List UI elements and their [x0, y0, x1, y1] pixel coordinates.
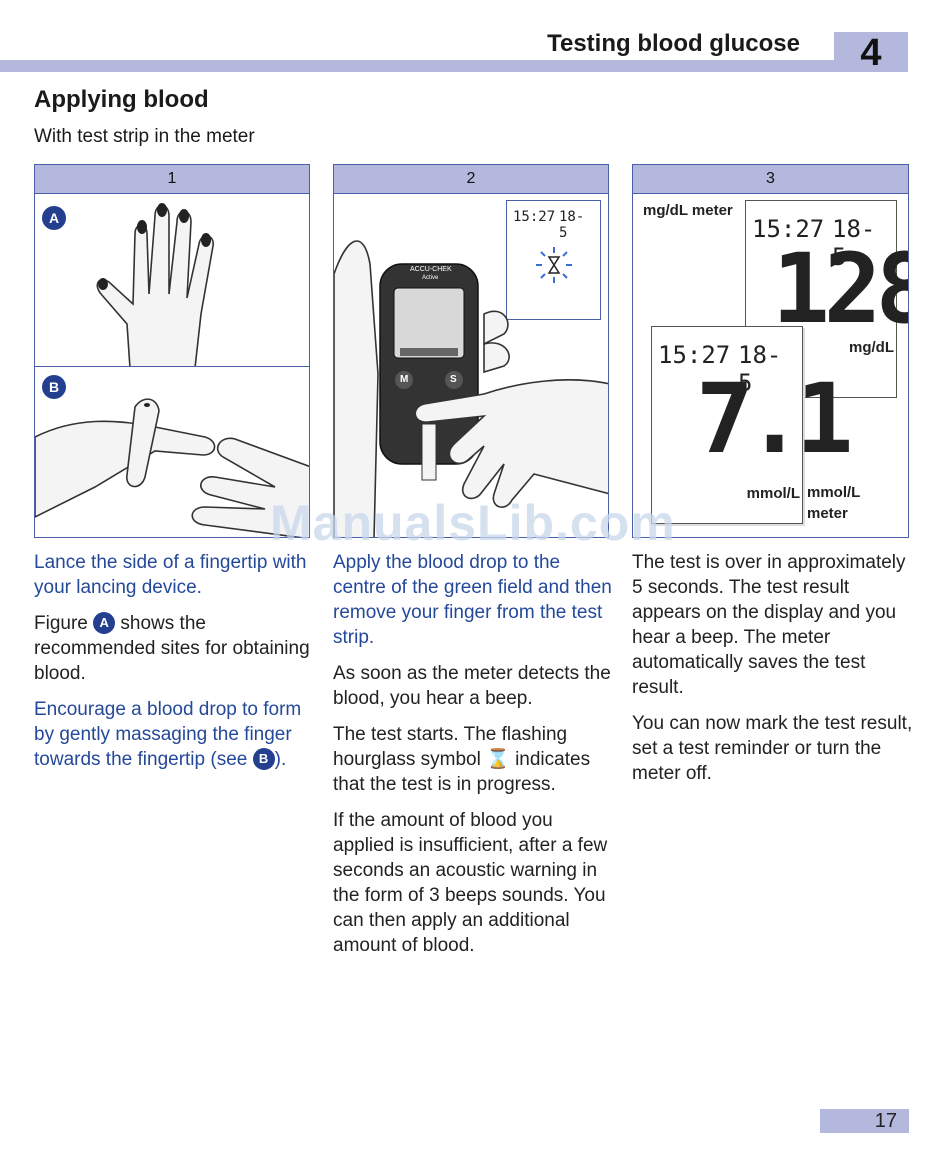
display-time: 15:27 — [513, 209, 556, 225]
flashing-hourglass-icon — [536, 247, 572, 283]
figure-1a-hand: A — [34, 193, 310, 367]
figure-2-meter: 15:27 18- 5 ACCU-CHEK Active M S — [333, 193, 609, 538]
mg-display: 15:27 18- 5 128 mg/dL — [745, 200, 908, 398]
mmol-date: 18- 5 — [738, 341, 782, 397]
figure-1b-massage: B — [34, 366, 310, 538]
col1-paragraph-2: Figure A shows the recommended sites for… — [34, 612, 310, 684]
massage-illustration — [35, 398, 309, 537]
inline-badge-b: B — [252, 748, 275, 770]
meter-display-zoom: 15:27 18- 5 — [506, 200, 601, 320]
column-2-header: 2 — [333, 164, 609, 194]
hand-illustration — [96, 203, 214, 366]
column-3-header: 3 — [632, 164, 909, 194]
mg-unit: mg/dL — [849, 339, 894, 356]
badge-b: B — [42, 375, 66, 399]
badge-a: A — [42, 206, 66, 230]
column-2-text: Apply the blood drop to the centre of th… — [333, 550, 615, 969]
mmol-meter-label-2: meter — [807, 505, 848, 522]
column-1-text: Lance the side of a fingertip with your … — [34, 550, 314, 783]
mg-meter-label: mg/dL meter — [643, 202, 733, 219]
meter-model: Active — [422, 275, 439, 281]
mmol-value: 7.1 — [696, 363, 853, 475]
mg-time: 15:27 — [752, 215, 825, 243]
mmol-display: 15:27 18- 5 7.1 mmol/L — [651, 326, 853, 524]
col2-paragraph-3: The test starts. The flashing hourglass … — [333, 724, 591, 795]
column-3-text: The test is over in approximately 5 seco… — [632, 550, 914, 797]
section-title: Applying blood — [34, 86, 209, 113]
button-s: S — [450, 374, 457, 385]
col1-paragraph-1: Lance the side of a fingertip with your … — [34, 552, 307, 598]
column-1-header: 1 — [34, 164, 310, 194]
figure-3-results: mg/dL meter 15:27 18- 5 128 mg/dL 15:27 … — [632, 193, 909, 538]
section-subtitle: With test strip in the meter — [34, 126, 255, 147]
mmol-time: 15:27 — [658, 341, 731, 369]
col1-paragraph-3: Encourage a blood drop to form by gently… — [34, 699, 302, 770]
page-number: 17 — [820, 1109, 909, 1133]
mmol-meter-label-1: mmol/L — [807, 484, 861, 501]
mmol-unit-display: mmol/L — [746, 485, 800, 502]
chapter-title: Testing blood glucose — [547, 30, 800, 57]
mg-date: 18- 5 — [832, 215, 876, 271]
display-date: 18- 5 — [559, 209, 585, 241]
col3-paragraph-2: You can now mark the test result, set a … — [632, 713, 913, 784]
hourglass-icon: ⌛ — [486, 749, 510, 770]
inline-badge-a: A — [93, 612, 116, 634]
meter-hand-illustration — [334, 240, 608, 537]
button-m: M — [400, 374, 409, 385]
watermark: ManualsLib.com — [270, 495, 676, 551]
meter-brand: ACCU-CHEK — [410, 266, 452, 273]
col2-paragraph-1: Apply the blood drop to the centre of th… — [333, 552, 612, 648]
col2-paragraph-4: If the amount of blood you applied is in… — [333, 810, 608, 956]
header-bar — [0, 60, 834, 72]
col2-paragraph-2: As soon as the meter detects the blood, … — [333, 663, 611, 709]
chapter-number: 4 — [834, 32, 908, 74]
col3-paragraph-1: The test is over in approximately 5 seco… — [632, 552, 906, 698]
